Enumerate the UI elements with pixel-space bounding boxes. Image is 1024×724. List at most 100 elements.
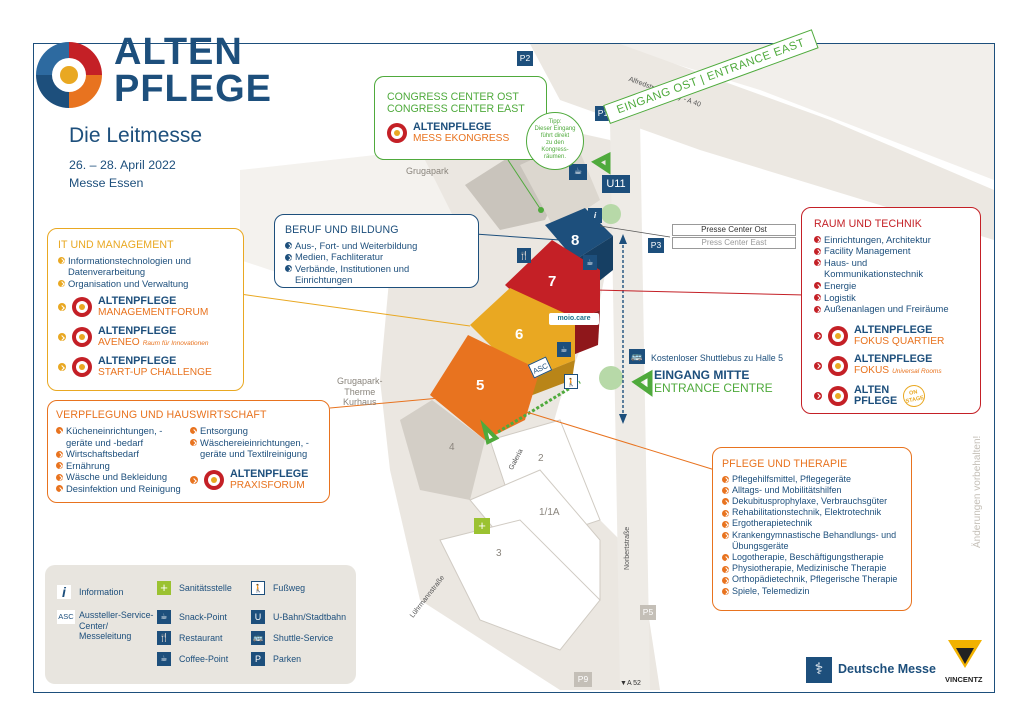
- altenpflege-mini-logo-icon: [72, 297, 92, 318]
- pflege-therapie-box[interactable]: PFLEGE UND THERAPIE Pflegehilfsmittel, P…: [712, 447, 912, 611]
- pflege-title: PFLEGE UND THERAPIE: [722, 458, 848, 470]
- altenpflege-mini-logo-icon: [828, 325, 848, 346]
- snack-point-icon-2[interactable]: ☕: [557, 342, 571, 357]
- list-item: Rehabilitationstechnik, Elektrotechnik: [722, 507, 902, 518]
- hall-label-5: 5: [476, 377, 485, 394]
- list-item: Desinfektion und Reinigung: [56, 483, 188, 495]
- list-item: Informationstechnologien und Datenverarb…: [58, 255, 233, 278]
- list-item: Facility Management: [814, 245, 968, 257]
- it-list: Informationstechnologien und Datenverarb…: [58, 255, 233, 290]
- list-item: Energie: [814, 280, 968, 292]
- ground-north: [268, 44, 994, 180]
- it-management-box[interactable]: IT UND MANAGEMENT Informationstechnologi…: [47, 228, 244, 391]
- grugapark-label: Grugapark: [406, 166, 449, 176]
- list-item: Spiele, Telemedizin: [722, 586, 902, 597]
- vincentz-logo-icon: [948, 640, 982, 668]
- entrance-centre-label[interactable]: EINGANG MITTE ENTRANCE CENTRE: [654, 368, 773, 395]
- parking-p5[interactable]: P5: [640, 605, 656, 620]
- shuttle-arrow-up-icon: [619, 234, 627, 244]
- leader-raum: [594, 289, 806, 296]
- on-stage-badge: ON STAGE: [901, 382, 928, 409]
- list-item: Pflegehilfsmittel, Pflegegeräte: [722, 474, 902, 485]
- brand-line2: PFLEGE: [114, 68, 273, 110]
- altenpflege-mini-logo-icon: [204, 470, 224, 490]
- list-item: Kücheneinrichtungen, -geräte und -bedarf: [56, 425, 188, 448]
- raum-technik-box[interactable]: RAUM UND TECHNIK Einrichtungen, Architek…: [801, 207, 981, 414]
- raum-title: RAUM UND TECHNIK: [814, 218, 922, 230]
- moio-care-sign[interactable]: moio.care: [549, 313, 599, 325]
- altenpflege-mini-logo-icon: [72, 327, 92, 348]
- map-frame: [33, 43, 995, 693]
- list-item: Orthopädietechnik, Pflegerische Therapie: [722, 574, 902, 585]
- list-item: Aus-, Fort- und Weiterbildung: [285, 240, 468, 252]
- parking-p3[interactable]: P3: [648, 238, 664, 253]
- deutsche-messe-label: Deutsche Messe: [838, 662, 936, 676]
- entrance-centre-marker[interactable]: [599, 366, 623, 390]
- legend-item-coffee: ☕Coffee-Point: [157, 652, 228, 666]
- bus-icon: 🚌: [251, 631, 265, 645]
- hall-label-6: 6: [515, 326, 524, 343]
- subway-u11[interactable]: U11: [602, 175, 630, 193]
- first-aid-icon[interactable]: +: [474, 518, 490, 534]
- hall-6-side: [525, 360, 575, 396]
- entrance-hall5-arrow-icon: [480, 419, 500, 445]
- verpflegung-box[interactable]: VERPFLEGUNG UND HAUSWIRTSCHAFT Küchenein…: [47, 400, 330, 503]
- restaurant-icon[interactable]: 🍴: [517, 248, 531, 263]
- coffee-icon[interactable]: ☕: [569, 164, 587, 180]
- coffee-icon: ☕: [157, 652, 171, 666]
- bus-icon[interactable]: 🚌: [629, 349, 645, 364]
- list-item: Haus- und Kommunikationstechnik: [814, 257, 968, 280]
- leader-it: [239, 293, 471, 327]
- legend-item-snack: ☕Snack-Point: [157, 610, 227, 624]
- walk-icon: 🚶: [251, 581, 265, 595]
- beruf-list: Aus-, Fort- und Weiterbildung Medien, Fa…: [285, 240, 468, 286]
- subway-icon: U: [251, 610, 265, 624]
- entrance-east-arrow-icon: [591, 151, 611, 175]
- verpflegung-list-2: Entsorgung Wäschereieinrichtungen, -gerä…: [190, 425, 326, 460]
- parking-p2[interactable]: P2: [517, 51, 533, 66]
- shuttle-label: Kostenloser Shuttlebus zu Halle 5: [651, 353, 784, 363]
- list-item: Logistik: [814, 292, 968, 304]
- press-center-de[interactable]: Presse Center Ost: [672, 224, 796, 236]
- list-item: Ergotherapietechnik: [722, 518, 902, 529]
- hall-5: [430, 335, 540, 440]
- entrance-east-marker[interactable]: [601, 204, 621, 224]
- hall-label-4: 4: [449, 442, 455, 453]
- altenpflege-logo-icon: [36, 42, 102, 108]
- walk-icon[interactable]: 🚶: [564, 374, 578, 389]
- hall-label-3: 3: [496, 548, 502, 559]
- disclaimer-label: Änderungen vorbehalten!: [972, 435, 983, 548]
- hall-label-8: 8: [571, 232, 580, 249]
- shuttle-arrow-down-icon: [619, 414, 627, 424]
- press-center-en[interactable]: Press Center East: [672, 237, 796, 249]
- list-item: Wirtschaftsbedarf: [56, 448, 188, 460]
- deutsche-messe-logo-icon: ⚕: [806, 657, 832, 683]
- hall-3: [439, 519, 601, 651]
- parking-p9[interactable]: P9: [574, 672, 592, 687]
- it-title: IT UND MANAGEMENT: [58, 239, 174, 251]
- hall-6: [470, 288, 575, 380]
- beruf-bildung-box[interactable]: BERUF UND BILDUNG Aus-, Fort- und Weiter…: [274, 214, 479, 288]
- legend-item-bus: 🚌Shuttle-Service: [251, 631, 333, 645]
- legend-item-first-aid: +Sanitätsstelle: [157, 581, 232, 595]
- legend-item-walk: 🚶Fußweg: [251, 581, 305, 595]
- leader-pflege: [519, 409, 716, 471]
- snack-point-icon[interactable]: ☕: [583, 255, 597, 270]
- info-icon[interactable]: i: [588, 208, 602, 223]
- hall-4: [400, 400, 485, 500]
- vincentz-label: VINCENTZ: [945, 675, 983, 684]
- congress-pin: [538, 207, 544, 213]
